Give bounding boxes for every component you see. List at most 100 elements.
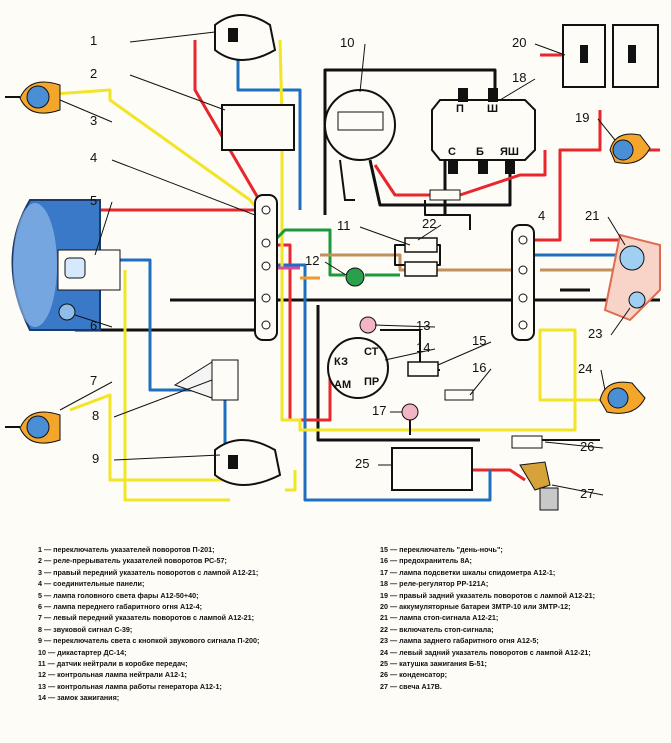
turn-signal-switch — [214, 14, 277, 61]
legend-item: 4 — соединительные панели; — [38, 579, 145, 589]
legend-item: 26 — конденсатор; — [380, 670, 447, 680]
leader-line — [610, 307, 631, 336]
legend-item: 25 — катушка зажигания Б-51; — [380, 658, 487, 668]
wire-red — [520, 110, 602, 242]
voltage-regulator — [431, 88, 536, 174]
leader-line — [111, 159, 256, 216]
relay-terminal-s: С — [448, 146, 456, 158]
light-switch — [214, 439, 282, 486]
dynastarter — [324, 89, 396, 201]
fuse — [444, 389, 474, 401]
legend-item: 16 — предохранитель 8А; — [380, 556, 472, 566]
front-turn-signal-left — [5, 411, 61, 444]
relay-terminal-p: П — [456, 103, 464, 115]
legend-item: 10 — дикастартер ДС-14; — [38, 647, 127, 657]
legend-item: 22 — включатель стоп-сигнала; — [380, 624, 494, 634]
leader-line — [59, 99, 113, 123]
leader-line — [113, 454, 221, 461]
wire-black — [316, 305, 480, 442]
callout-10: 10 — [340, 35, 354, 50]
leader-line — [359, 43, 366, 93]
callout-27: 27 — [580, 486, 594, 501]
indicator-lamps — [345, 267, 419, 421]
legend-item: 13 — контрольная лампа работы генератора… — [38, 681, 222, 691]
relay-terminal-labels: П Ш С Б ЯШ — [448, 103, 519, 158]
callout-11: 11 — [337, 218, 351, 233]
connector-panel-right — [511, 224, 535, 341]
callout-24: 24 — [578, 361, 592, 376]
callout-21: 21 — [585, 208, 599, 223]
leader-line — [469, 368, 492, 396]
callout-20: 20 — [512, 35, 526, 50]
wire-yellow — [69, 393, 240, 482]
callout-22: 22 — [422, 216, 436, 231]
legend-item: 23 — лампа заднего габаритного огня А12-… — [380, 636, 539, 646]
rear-turn-signal-right — [609, 133, 651, 164]
wire-black — [75, 300, 272, 332]
callout-4-right: 4 — [538, 208, 545, 223]
wire-black — [368, 159, 512, 207]
wire-red — [270, 243, 332, 422]
callout-18: 18 — [512, 70, 526, 85]
callout-16: 16 — [472, 360, 486, 375]
callout-1: 1 — [90, 33, 97, 48]
wire-black — [323, 68, 497, 215]
legend-item: 18 — реле-регулятор РР-121А; — [380, 579, 489, 589]
switches — [404, 237, 439, 377]
wire-black-thin — [424, 200, 471, 230]
ignition-terminal-labels: КЗ СТ АМ ПР — [334, 346, 379, 391]
legend-item: 19 — правый задний указатель поворотов с… — [380, 590, 596, 600]
legend-item: 8 — звуковой сигнал С-39; — [38, 624, 133, 634]
leader-line — [600, 369, 606, 391]
callout-26: 26 — [580, 439, 594, 454]
callout-2: 2 — [90, 66, 97, 81]
ignition-terminal-kz: КЗ — [334, 356, 348, 368]
callout-6: 6 — [90, 318, 97, 333]
wire-yellow — [123, 270, 230, 502]
ignition-switch — [327, 337, 389, 399]
leader-line — [59, 381, 113, 411]
relay-terminal-b: Б — [476, 146, 484, 158]
callout-7: 7 — [90, 373, 97, 388]
wire-green — [268, 228, 345, 277]
legend-item: 5 — лампа головного света фары А12-50+40… — [38, 590, 199, 600]
leader-line — [417, 224, 442, 241]
relay-terminal-sh: Ш — [487, 103, 498, 115]
legend-item: 24 — левый задний указатель поворотов с … — [380, 647, 591, 657]
legend-item: 7 — левый передний указатель поворотов с… — [38, 613, 255, 623]
legend-item: 3 — правый передний указатель поворотов … — [38, 567, 259, 577]
legend-item: 11 — датчик нейтрали в коробке передач; — [38, 658, 188, 668]
wire-red — [373, 150, 547, 197]
wire-red — [193, 40, 267, 211]
relay-terminal-yash: ЯШ — [500, 146, 519, 158]
callout-17: 17 — [372, 403, 386, 418]
front-turn-signal-right — [5, 81, 61, 114]
leader-line — [129, 31, 216, 43]
legend-item: 1 — переключатель указателей поворотов П… — [38, 545, 215, 554]
wire-yellow — [285, 470, 297, 492]
leader-line — [607, 216, 626, 246]
turn-signal-relay — [221, 104, 295, 151]
ignition-coil — [391, 447, 473, 491]
legend-item: 12 — контрольная лампа нейтрали А12-1; — [38, 670, 187, 680]
leader-line — [129, 74, 226, 111]
legend-item: 9 — переключатель света с кнопкой звуков… — [38, 636, 260, 646]
leader-line — [374, 324, 436, 328]
leader-line — [94, 201, 113, 256]
headlight — [11, 199, 121, 331]
callout-13: 13 — [416, 318, 430, 333]
callout-19: 19 — [575, 110, 589, 125]
legend-item: 2 — реле-прерыватель указателей поворото… — [38, 556, 227, 566]
batteries — [562, 24, 659, 88]
spark-plug — [519, 461, 559, 511]
leader-line — [544, 441, 604, 449]
wire-blue — [236, 60, 302, 210]
callout-14: 14 — [416, 340, 430, 355]
legend-item: 27 — свеча А17В. — [380, 681, 442, 691]
leader-line — [113, 379, 213, 418]
legend-item: 21 — лампа стоп-сигнала А12-21; — [380, 613, 499, 623]
leader-line — [597, 118, 616, 141]
